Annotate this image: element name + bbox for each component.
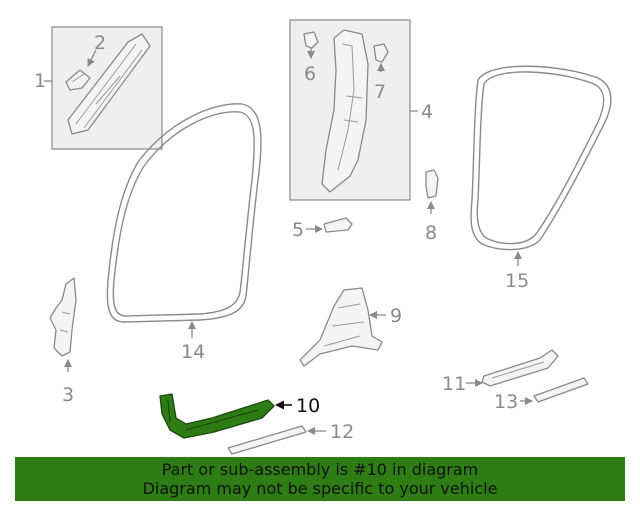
part-11-scuff-plate	[466, 349, 559, 387]
callout-3: 3	[62, 384, 74, 406]
part-15-weatherstrip	[470, 65, 612, 266]
part-1-group-box	[44, 26, 163, 150]
callout-10: 10	[296, 395, 320, 417]
banner-line-2: Diagram may not be specific to your vehi…	[142, 479, 498, 498]
callout-2: 2	[94, 32, 106, 54]
callout-8: 8	[425, 222, 437, 244]
callout-14: 14	[181, 341, 205, 363]
banner-line-1: Part or sub-assembly is #10 in diagram	[161, 460, 479, 479]
part-12-sill-strip	[227, 425, 326, 455]
info-banner: Part or sub-assembly is #10 in diagram D…	[15, 457, 625, 501]
callout-1: 1	[34, 70, 46, 92]
part-8-clip	[425, 169, 439, 214]
callout-15: 15	[505, 270, 529, 292]
callout-6: 6	[304, 63, 316, 85]
callout-5: 5	[292, 219, 304, 241]
part-3-pillar-trim	[49, 277, 77, 372]
callout-4: 4	[421, 101, 433, 123]
part-4-group-box	[289, 19, 418, 201]
part-10-highlighted-plate	[159, 393, 292, 439]
part-5-clip	[306, 217, 353, 233]
callout-11: 11	[442, 373, 466, 395]
callout-12: 12	[330, 421, 354, 443]
part-13-scuff-strip	[520, 377, 589, 405]
callout-9: 9	[390, 305, 402, 327]
part-14-weatherstrip	[106, 103, 262, 338]
part-9-lower-trim	[299, 287, 386, 367]
callout-13: 13	[494, 391, 518, 413]
callout-7: 7	[374, 81, 386, 103]
